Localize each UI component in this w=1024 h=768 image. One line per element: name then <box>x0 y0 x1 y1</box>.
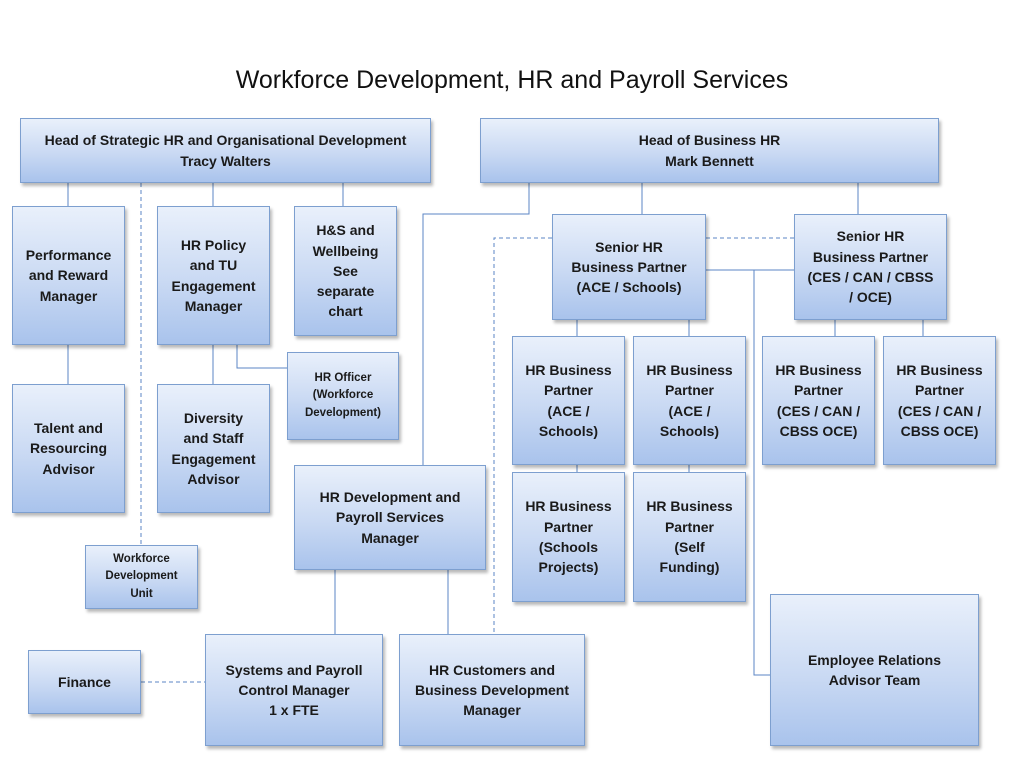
hrbp-ace-schools-1-box: HR Business Partner (ACE / Schools) <box>512 336 625 465</box>
hr-officer-label: HR Officer (Workforce Development) <box>304 372 382 419</box>
senior-hrbp-ces-label: Senior HR Business Partner (CES / CAN / … <box>807 228 934 306</box>
diversity-advisor-label: Diversity and Staff Engagement Advisor <box>171 409 256 487</box>
head-business-hr-box: Head of Business HR Mark Bennett <box>480 118 939 183</box>
head-strategic-hr-box: Head of Strategic HR and Organisational … <box>20 118 431 183</box>
hrbp-ace-schools-2-box: HR Business Partner (ACE / Schools) <box>633 336 746 465</box>
chart-title: Workforce Development, HR and Payroll Se… <box>235 66 789 94</box>
systems-payroll-manager-label: Systems and Payroll Control Manager 1 x … <box>225 661 363 719</box>
hs-wellbeing-box: H&S and Wellbeing See separate chart <box>294 206 397 336</box>
senior-hrbp-ace-box: Senior HR Business Partner (ACE / School… <box>552 214 706 320</box>
finance-label: Finance <box>58 673 111 690</box>
performance-reward-manager-box: Performance and Reward Manager <box>12 206 125 345</box>
performance-reward-manager-label: Performance and Reward Manager <box>25 247 112 304</box>
workforce-development-unit-label: Workforce Development Unit <box>105 553 178 600</box>
hrbp-self-funding-box: HR Business Partner (Self Funding) <box>633 472 746 602</box>
hs-wellbeing-label: H&S and Wellbeing See separate chart <box>312 222 379 320</box>
hrbp-ces-2-label: HR Business Partner (CES / CAN / CBSS OC… <box>896 361 983 439</box>
hrbp-ces-1-box: HR Business Partner (CES / CAN / CBSS OC… <box>762 336 875 465</box>
hrbp-ace-schools-1-label: HR Business Partner (ACE / Schools) <box>525 361 612 439</box>
hrbp-ces-2-box: HR Business Partner (CES / CAN / CBSS OC… <box>883 336 996 465</box>
hr-policy-manager-box: HR Policy and TU Engagement Manager <box>157 206 270 345</box>
hr-development-payroll-manager-label: HR Development and Payroll Services Mana… <box>319 489 461 546</box>
hr-policy-manager-label: HR Policy and TU Engagement Manager <box>171 236 256 314</box>
employee-relations-team-label: Employee Relations Advisor Team <box>807 651 942 688</box>
head-strategic-hr-label: Head of Strategic HR and Organisational … <box>44 132 407 169</box>
diversity-advisor-box: Diversity and Staff Engagement Advisor <box>157 384 270 513</box>
hr-officer-box: HR Officer (Workforce Development) <box>287 352 399 440</box>
head-business-hr-label: Head of Business HR Mark Bennett <box>638 132 781 169</box>
hrbp-ace-schools-2-label: HR Business Partner (ACE / Schools) <box>646 361 733 439</box>
employee-relations-team-box: Employee Relations Advisor Team <box>770 594 979 746</box>
hr-customers-manager-box: HR Customers and Business Development Ma… <box>399 634 585 746</box>
senior-hrbp-ace-label: Senior HR Business Partner (ACE / School… <box>571 238 687 296</box>
hr-development-payroll-manager-box: HR Development and Payroll Services Mana… <box>294 465 486 570</box>
hrbp-schools-projects-box: HR Business Partner (Schools Projects) <box>512 472 625 602</box>
hr-customers-manager-label: HR Customers and Business Development Ma… <box>414 661 570 719</box>
workforce-development-unit-box: Workforce Development Unit <box>85 545 198 609</box>
talent-resourcing-advisor-box: Talent and Resourcing Advisor <box>12 384 125 513</box>
senior-hrbp-ces-box: Senior HR Business Partner (CES / CAN / … <box>794 214 947 320</box>
systems-payroll-manager-box: Systems and Payroll Control Manager 1 x … <box>205 634 383 746</box>
hrbp-self-funding-label: HR Business Partner (Self Funding) <box>646 498 733 576</box>
finance-box: Finance <box>28 650 141 714</box>
hrbp-ces-1-label: HR Business Partner (CES / CAN / CBSS OC… <box>775 361 862 439</box>
talent-resourcing-advisor-label: Talent and Resourcing Advisor <box>29 420 107 477</box>
hrbp-schools-projects-label: HR Business Partner (Schools Projects) <box>525 498 612 576</box>
